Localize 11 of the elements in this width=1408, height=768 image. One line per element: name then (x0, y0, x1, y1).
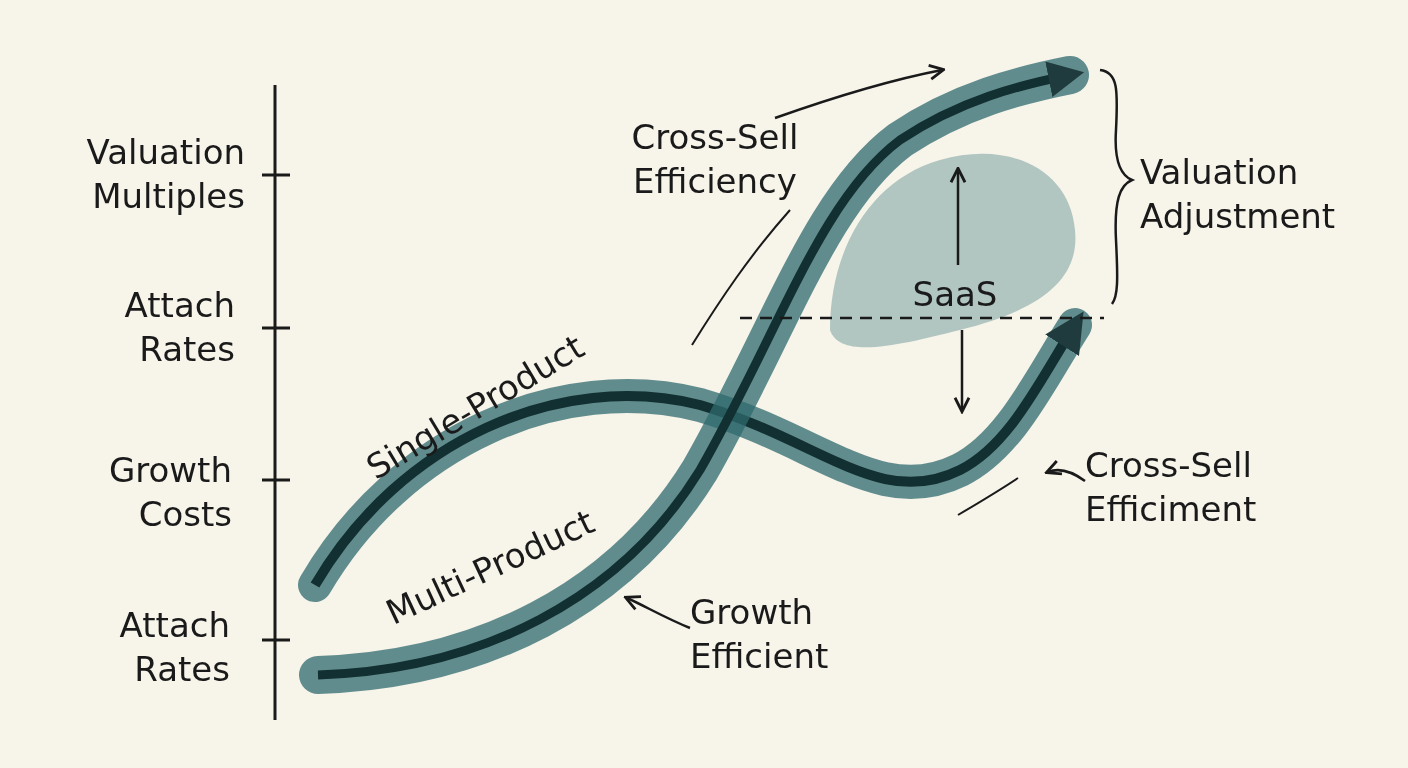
leader-arrow (624, 595, 691, 630)
annotation-text: Attach Rates (123, 284, 235, 371)
annotation-text: SaaS (911, 273, 999, 316)
annotation-text: Cross-Sell Efficiency (630, 116, 800, 203)
annotation-text: Valuation Adjustment (1140, 151, 1337, 238)
leader-arrow (1044, 460, 1086, 483)
annotation-text: Growth Costs (107, 449, 232, 536)
annotation-text: Growth Efficient (690, 590, 870, 678)
annotation-text: Cross-Sell Efficiment (1085, 443, 1300, 531)
annotation-text: Valuation Multiples (85, 131, 245, 218)
annotation-text: Attach Rates (118, 604, 230, 691)
